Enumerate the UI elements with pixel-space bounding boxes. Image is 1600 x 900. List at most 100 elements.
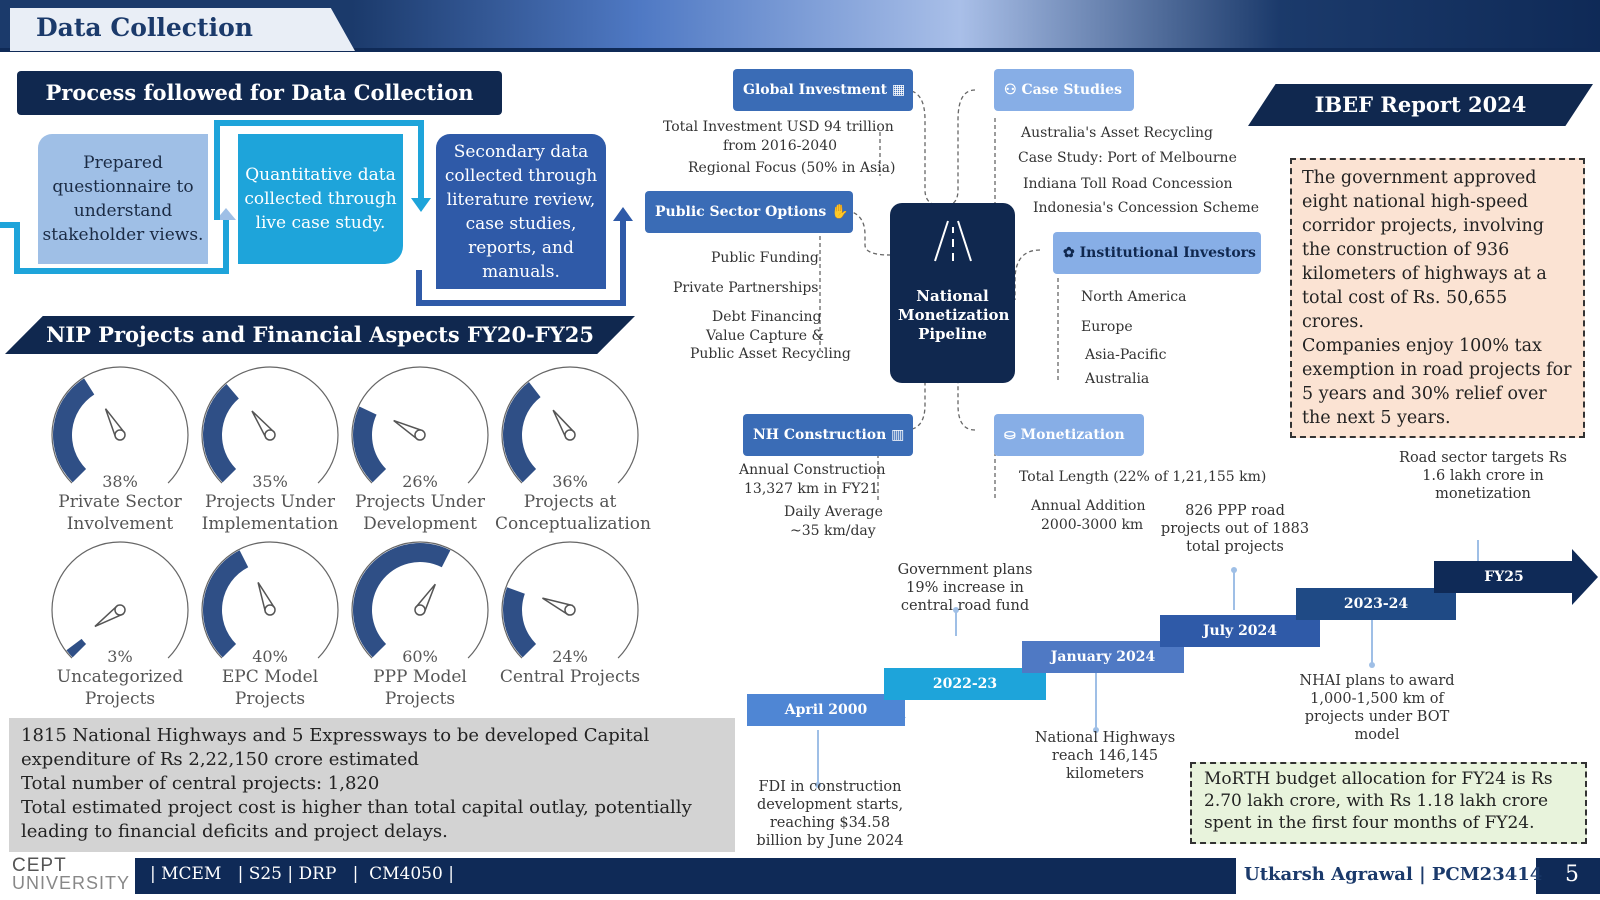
flow-connector: [223, 218, 229, 274]
gauge-fill: [66, 638, 87, 658]
gauge-label: EPC Model: [221, 667, 319, 687]
mm-nh-item: Annual Construction: [739, 462, 886, 478]
gauge-percent: 35%: [252, 472, 288, 491]
node-global-investment: Global Investment ▦: [733, 69, 913, 111]
construction-icon: ▥: [891, 427, 905, 443]
footer-author: Utkarsh Agrawal | PCM23414: [1244, 864, 1543, 885]
gauge-fill: [203, 550, 249, 658]
gauge-percent: 40%: [252, 647, 288, 666]
gauge-label: Conceptualization: [495, 514, 651, 534]
node-monetization: ⛀ Monetization: [994, 414, 1144, 456]
people-icon: ⚇: [1004, 82, 1017, 98]
header-title-box: [10, 8, 355, 51]
timeline-note: Government plans 19% increase in central…: [897, 562, 1033, 614]
process-step-questionnaire: Prepared questionnaire to understand sta…: [38, 134, 208, 264]
mm-public-item: Debt Financing: [712, 309, 822, 325]
gauge-percent: 38%: [102, 472, 138, 491]
gauge-label: Projects Under: [205, 492, 335, 512]
mm-global-item: from 2016-2040: [723, 138, 838, 154]
gauge-label: Implementation: [201, 514, 339, 534]
gauge-percent: 26%: [402, 472, 438, 491]
node-nh-construction: NH Construction ▥: [743, 414, 913, 456]
node-public-sector-options: Public Sector Options ✋: [645, 191, 853, 233]
gauge-label: Projects: [234, 689, 306, 709]
timeline-note: FDI in construction development starts, …: [756, 779, 904, 849]
gauge-dial: [351, 366, 489, 484]
ibef-banner: IBEF Report 2024: [1248, 84, 1593, 126]
gauge-label: Projects Under: [355, 492, 485, 512]
gauge-label: Private Sector: [58, 492, 182, 512]
gauge-label: Uncategorized: [56, 667, 184, 687]
mm-case-item: Australia's Asset Recycling: [1021, 125, 1213, 141]
process-banner: Process followed for Data Collection: [17, 71, 502, 115]
gauge-dial: [351, 541, 489, 659]
gauge-label: Development: [363, 514, 477, 534]
timeline-step-july-2024: July 2024: [1160, 615, 1320, 647]
mm-inst-item: Australia: [1085, 371, 1150, 387]
timeline-note: National Highways reach 146,145 kilomete…: [1034, 730, 1176, 782]
gauge-dial: [201, 366, 339, 484]
mm-case-item: Indiana Toll Road Concession: [1023, 176, 1233, 192]
mm-public-item: Public Funding: [711, 250, 819, 266]
mm-nh-item: ~35 km/day: [790, 523, 876, 539]
gauge-label: Involvement: [66, 514, 174, 534]
node-case-studies: ⚇ Case Studies: [994, 69, 1134, 111]
lotus-icon: ✿: [1063, 245, 1075, 261]
timeline-note: NHAI plans to award 1,000-1,500 km of pr…: [1299, 673, 1455, 743]
gauge-fill: [353, 406, 387, 483]
arrow-down-icon: [411, 198, 431, 212]
gauge-fill: [52, 378, 95, 483]
road-icon: [933, 220, 972, 262]
mm-inst-item: North America: [1081, 289, 1187, 305]
timeline-step-april-2000: April 2000: [747, 694, 905, 726]
mm-public-item: Public Asset Recycling: [690, 346, 851, 362]
arrow-up-icon: [216, 208, 236, 220]
mm-case-item: Case Study: Port of Melbourne: [1018, 150, 1237, 166]
process-step-live-case-study: Quantitative data collected through live…: [238, 134, 403, 264]
gauge-label: PPP Model: [373, 667, 467, 687]
gauge-label: Projects: [84, 689, 156, 709]
gauge-fill: [203, 384, 239, 483]
nip-banner: NIP Projects and Financial Aspects FY20-…: [5, 316, 635, 354]
flow-connector: [620, 218, 626, 306]
arrow-up-icon: [613, 207, 633, 221]
page-number: 5: [1565, 862, 1579, 887]
gauge-label: Central Projects: [499, 667, 641, 687]
mm-public-item: Private Partnerships: [673, 280, 819, 296]
footer-course-info: | MCEM | S25 | DRP | CM4050 |: [150, 864, 454, 884]
flow-connector: [14, 268, 229, 274]
gauge-percent: 36%: [552, 472, 588, 491]
mm-global-item: Total Investment USD 94 trillion: [663, 119, 894, 135]
flow-connector: [14, 222, 20, 274]
mm-global-item: Regional Focus (50% in Asia): [688, 160, 896, 176]
timeline-note: Road sector targets Rs 1.6 lakh crore in…: [1399, 450, 1567, 502]
page-title: Data Collection: [36, 13, 253, 42]
gauge-dial: [501, 366, 639, 484]
timeline-step-2022-23: 2022-23: [884, 668, 1046, 700]
header-underline: [0, 48, 1600, 52]
flow-connector: [418, 120, 424, 200]
process-step-secondary-data: Secondary data collected through literat…: [436, 134, 606, 289]
money-hand-icon: ✋: [831, 204, 849, 220]
ibef-note-box: The government approved eight national h…: [1290, 158, 1585, 438]
gauge-fill: [503, 587, 537, 658]
timeline-step-2023-24: 2023-24: [1296, 588, 1456, 620]
logo-cept: CEPT: [12, 855, 67, 876]
arrow-right-icon: [1572, 549, 1598, 605]
gauge-dial: [501, 541, 639, 659]
mm-inst-item: Europe: [1081, 319, 1133, 335]
flow-connector: [214, 120, 424, 126]
gauge-fill: [503, 382, 541, 483]
gauge-label: Projects: [384, 689, 456, 709]
mm-mon-item: 2000-3000 km: [1041, 517, 1144, 533]
building-icon: ▦: [892, 82, 906, 98]
flow-connector: [214, 120, 220, 220]
logo-university: UNIVERSITY: [12, 873, 131, 893]
gauge-7: 24%Central Projects: [495, 535, 645, 688]
